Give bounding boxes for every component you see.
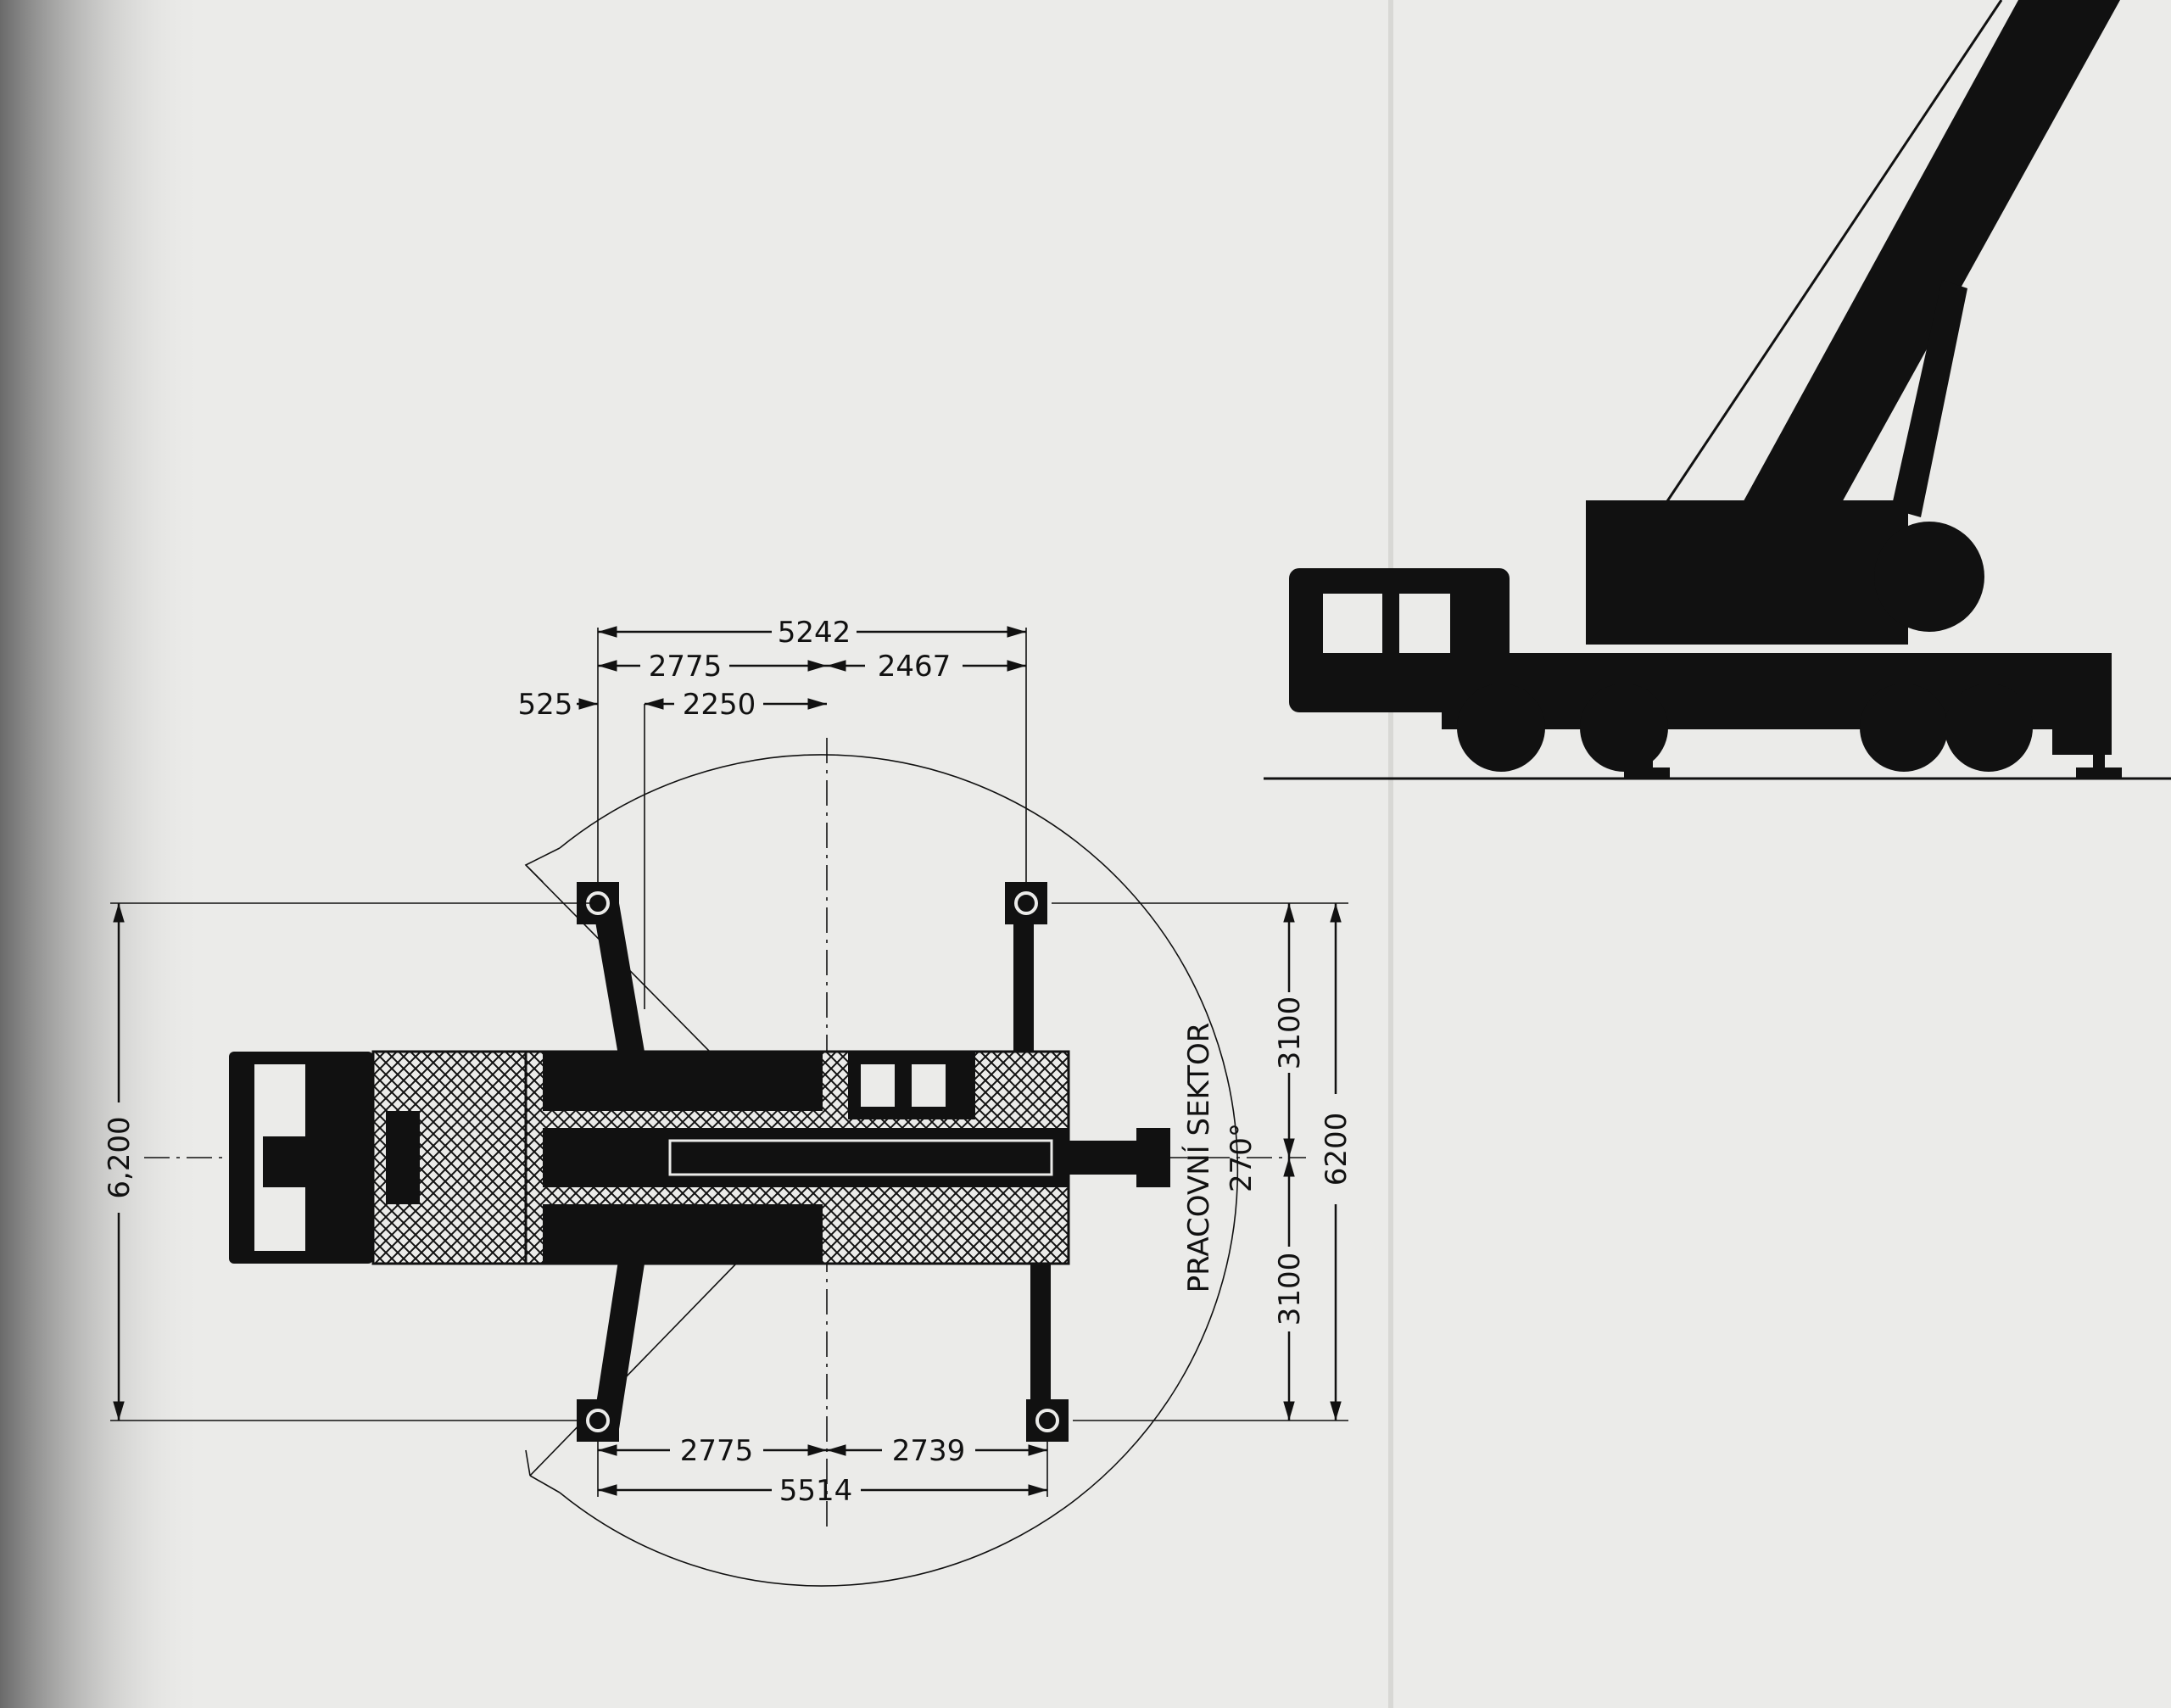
hook-block [1136, 1128, 1170, 1187]
label-2775-top: 2775 [649, 650, 723, 684]
counterweight-lower [543, 1204, 823, 1264]
operator-window-2 [912, 1064, 946, 1107]
outrigger-beam-rear-left [1013, 907, 1034, 1060]
label-2775-bottom: 2775 [680, 1434, 754, 1468]
outrigger-pad-rear [2076, 767, 2122, 778]
winch-drum [1874, 522, 1984, 632]
label-6200-right: 6200 [1320, 1113, 1353, 1186]
counterweight-upper [543, 1052, 823, 1111]
boom-cylinder [1891, 280, 1967, 517]
outrigger-pad-front [1624, 767, 1670, 778]
outrigger-pad-rl [1005, 882, 1047, 924]
label-5242: 5242 [778, 616, 851, 650]
label-2250: 2250 [683, 688, 756, 722]
scan-shadow [0, 0, 204, 1708]
outrigger-beam-rear-right [1030, 1247, 1051, 1416]
operator-window-1 [861, 1064, 895, 1107]
wheel-2 [1580, 684, 1668, 772]
outrigger-leg-front [1641, 729, 1653, 772]
label-525: 525 [518, 688, 573, 722]
boom-section [668, 1139, 1053, 1176]
dimension-lines [110, 626, 1348, 1497]
boom-cable [1660, 0, 2003, 510]
superstructure [1586, 500, 1908, 645]
working-sector-arc [559, 754, 1239, 1587]
wheel-3 [1860, 684, 1948, 772]
outrigger-beam-front-right [594, 1255, 645, 1429]
crane-side-view [1264, 0, 2171, 780]
sector-tick-upper [524, 847, 561, 883]
label-3100-upper: 3100 [1273, 996, 1307, 1070]
cab-window-2 [1399, 594, 1450, 653]
cab-seat [263, 1136, 373, 1187]
crane-plan-view [144, 738, 1306, 1587]
working-sector-label: PRACOVNÍ SEKTOR [1181, 1023, 1216, 1293]
boom-plan [543, 1128, 1069, 1187]
engine-block [386, 1111, 420, 1204]
label-5514: 5514 [779, 1474, 853, 1508]
outrigger-beam-front-left [594, 903, 645, 1060]
outrigger-pad-rr [1026, 1399, 1069, 1442]
working-sector-angle: 270° [1225, 1123, 1259, 1192]
outrigger-leg-rear [2093, 729, 2105, 772]
wheel-1 [1457, 684, 1545, 772]
sector-tick-lower [525, 1449, 561, 1493]
label-6200-left: 6,200 [103, 1116, 137, 1198]
dimension-labels: 5242 2775 2467 525 2250 2775 2739 5514 6… [103, 616, 1353, 1508]
label-2739: 2739 [892, 1434, 966, 1468]
crane-boom [1730, 0, 2120, 551]
label-3100-lower: 3100 [1273, 1253, 1307, 1326]
label-2467: 2467 [878, 650, 952, 684]
cab-window [1323, 594, 1382, 653]
wheel-4 [1945, 684, 2033, 772]
